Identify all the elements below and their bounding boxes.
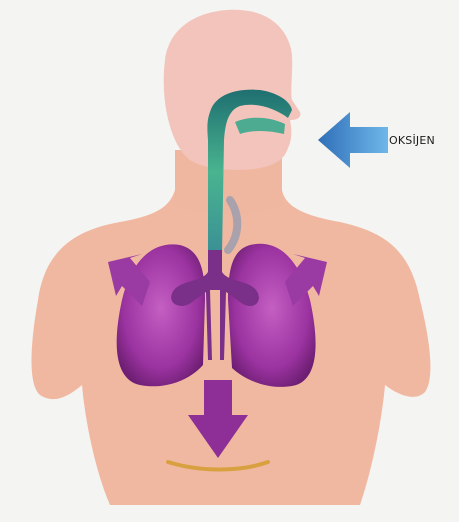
- head: [164, 10, 301, 170]
- oxygen-arrow: [318, 112, 388, 168]
- oxygen-label: OKSİJEN: [389, 134, 435, 147]
